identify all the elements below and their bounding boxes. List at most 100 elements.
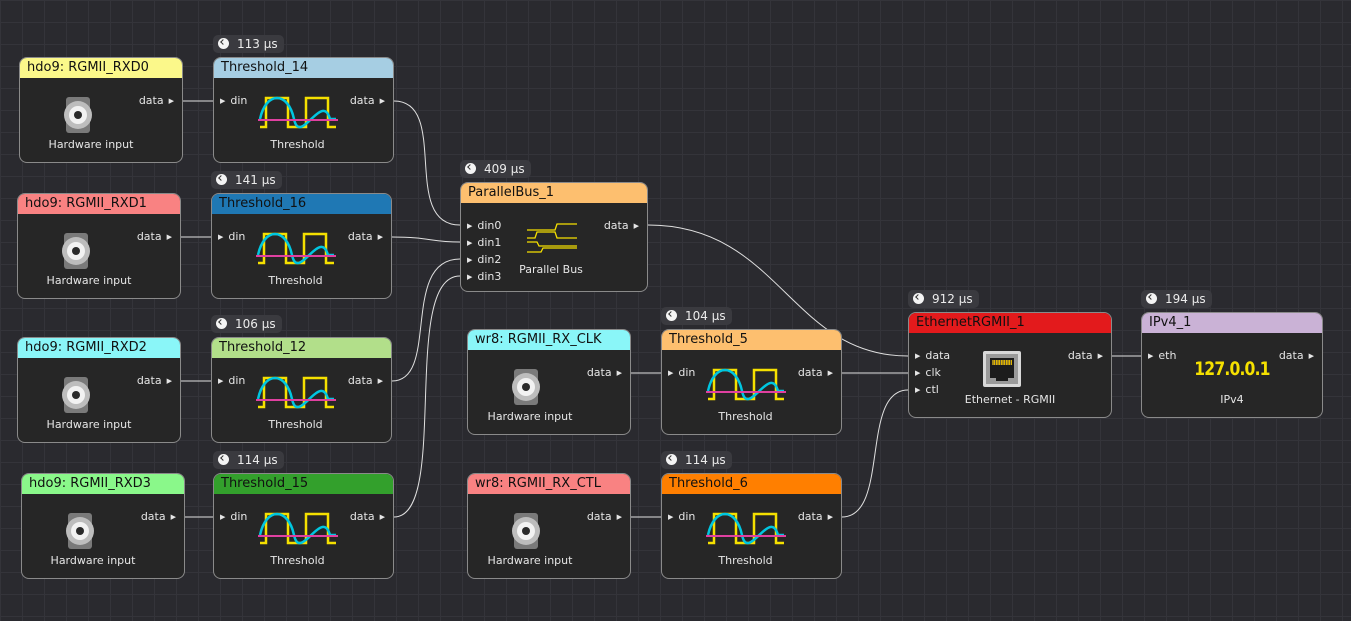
port-arrow-icon: ▶ <box>668 513 674 521</box>
node-hdo-rxd0[interactable]: hdo9: RGMII_RXD0 data▶ Hardware input <box>19 57 183 163</box>
clock-icon <box>666 310 677 321</box>
node-wr-rxclk[interactable]: wr8: RGMII_RX_CLK data▶ Hardware input <box>467 329 631 435</box>
node-hdo-rxd2[interactable]: hdo9: RGMII_RXD2 data▶ Hardware input <box>17 337 181 443</box>
timing-value: 194 µs <box>1165 292 1206 306</box>
node-caption: Ethernet - RGMII <box>964 393 1056 406</box>
port-label: data <box>925 349 951 362</box>
node-caption: Hardware input <box>48 138 134 151</box>
port-in-data[interactable]: ▶ data <box>915 350 950 363</box>
port-in-din3[interactable]: ▶din3 <box>467 271 501 284</box>
port-out-data[interactable]: data▶ <box>798 511 833 524</box>
timing-value: 114 µs <box>237 453 278 467</box>
node-hdo-rxd1[interactable]: hdo9: RGMII_RXD1 data▶ Hardware input <box>17 193 181 299</box>
port-label: din2 <box>477 253 502 266</box>
timing-value: 104 µs <box>685 309 726 323</box>
timing-badge: 194 µs <box>1141 290 1212 308</box>
timing-value: 912 µs <box>932 292 973 306</box>
port-out-data[interactable]: data ▶ <box>348 375 383 388</box>
timing-badge: 141 µs <box>211 171 282 189</box>
node-caption: Threshold <box>268 418 323 431</box>
port-out-data[interactable]: data▶ <box>587 367 622 380</box>
wire-th6-eth-ctl <box>841 389 909 518</box>
node-threshold-16[interactable]: Threshold_16 ▶din data▶ Threshold <box>211 193 392 299</box>
port-in-din[interactable]: ▶din <box>668 511 695 524</box>
port-in-din[interactable]: ▶din <box>668 367 695 380</box>
port-in-din[interactable]: ▶din <box>218 231 245 244</box>
port-out-data[interactable]: data▶ <box>141 511 176 524</box>
port-in-din2[interactable]: ▶din2 <box>467 254 501 267</box>
node-title: Threshold_5 <box>662 330 841 350</box>
node-hdo-rxd3[interactable]: hdo9: RGMII_RXD3 data▶ Hardware input <box>21 473 185 579</box>
port-arrow-icon: ▶ <box>616 513 622 521</box>
port-arrow-icon: ▶ <box>915 369 921 377</box>
node-title: ParallelBus_1 <box>461 183 647 203</box>
port-in-eth[interactable]: ▶eth <box>1148 350 1176 363</box>
port-arrow-icon: ▶ <box>377 233 383 241</box>
node-caption: Threshold <box>718 410 773 423</box>
port-label: data <box>347 374 373 387</box>
node-threshold-14[interactable]: Threshold_14 ▶din data▶ Threshold <box>213 57 394 163</box>
port-arrow-icon: ▶ <box>915 352 921 360</box>
timing-badge: 106 µs <box>211 315 282 333</box>
port-out-data[interactable]: data▶ <box>137 231 172 244</box>
node-threshold-12[interactable]: Threshold_12 ▶din data▶ Threshold <box>211 337 392 443</box>
threshold-waveform-icon <box>706 368 786 401</box>
wire-th12-din2 <box>391 258 461 382</box>
clock-icon <box>216 318 227 329</box>
node-title: hdo9: RGMII_RXD0 <box>20 58 182 78</box>
port-in-din0[interactable]: ▶ din0 <box>467 220 501 233</box>
port-out-data[interactable]: data ▶ <box>348 231 383 244</box>
port-in-din[interactable]: ▶din <box>220 511 247 524</box>
node-ipv4[interactable]: IPv4_1 ▶eth data▶ 127.0.0.1 IPv4 <box>1141 312 1323 418</box>
clock-icon <box>465 163 476 174</box>
port-in-din[interactable]: ▶din <box>218 375 245 388</box>
port-label: data <box>349 510 375 523</box>
node-title: hdo9: RGMII_RXD2 <box>18 338 180 358</box>
port-arrow-icon: ▶ <box>220 97 226 105</box>
port-out-data[interactable]: data ▶ <box>350 511 385 524</box>
port-in-din1[interactable]: ▶din1 <box>467 237 501 250</box>
node-threshold-15[interactable]: Threshold_15 ▶din data▶ Threshold <box>213 473 394 579</box>
port-arrow-icon: ▶ <box>1308 352 1314 360</box>
node-threshold-5[interactable]: Threshold_5 ▶din data▶ Threshold <box>661 329 842 435</box>
node-wr-rxctl[interactable]: wr8: RGMII_RX_CTL data▶ Hardware input <box>467 473 631 579</box>
node-title: Threshold_14 <box>214 58 393 78</box>
timing-badge: 114 µs <box>661 451 732 469</box>
port-arrow-icon: ▶ <box>218 377 224 385</box>
port-arrow-icon: ▶ <box>377 377 383 385</box>
port-label: data <box>347 230 373 243</box>
clock-icon <box>913 293 924 304</box>
clock-icon <box>218 454 229 465</box>
port-in-ctl[interactable]: ▶ctl <box>915 384 939 397</box>
port-label: data <box>140 510 166 523</box>
port-out-data[interactable]: data▶ <box>1279 350 1314 363</box>
port-out-data[interactable]: data▶ <box>604 220 639 233</box>
port-out-data[interactable]: data▶ <box>137 375 172 388</box>
port-arrow-icon: ▶ <box>467 222 473 230</box>
node-parallel-bus[interactable]: ParallelBus_1 ▶ din0 ▶din1 ▶din2 ▶din3 da… <box>460 182 648 292</box>
port-arrow-icon: ▶ <box>379 513 385 521</box>
port-out-data[interactable]: data▶ <box>350 95 385 108</box>
port-out-data[interactable]: data▶ <box>798 367 833 380</box>
threshold-waveform-icon <box>706 512 786 545</box>
port-out-data[interactable]: data▶ <box>587 511 622 524</box>
port-label: din <box>230 510 248 523</box>
node-ethernet-rgmii[interactable]: EthernetRGMII_1 ▶data ▶clk ▶ctl data▶ Et… <box>908 312 1112 418</box>
port-out-data[interactable]: data▶ <box>139 95 174 108</box>
port-label: din0 <box>477 219 502 232</box>
threshold-waveform-icon <box>256 376 336 409</box>
node-title: wr8: RGMII_RX_CTL <box>468 474 630 494</box>
node-caption: Hardware input <box>487 410 573 423</box>
node-caption: Threshold <box>718 554 773 567</box>
port-arrow-icon: ▶ <box>616 369 622 377</box>
node-caption: Threshold <box>270 554 325 567</box>
bnc-connector-icon <box>62 377 90 413</box>
bnc-connector-icon <box>62 233 90 269</box>
port-out-data[interactable]: data▶ <box>1068 350 1103 363</box>
node-caption: IPv4 <box>1220 393 1244 406</box>
node-threshold-6[interactable]: Threshold_6 ▶din data▶ Threshold <box>661 473 842 579</box>
port-in-din[interactable]: ▶din <box>220 95 247 108</box>
port-in-clk[interactable]: ▶clk <box>915 367 941 380</box>
bnc-connector-icon <box>512 369 540 405</box>
clock-icon <box>216 174 227 185</box>
